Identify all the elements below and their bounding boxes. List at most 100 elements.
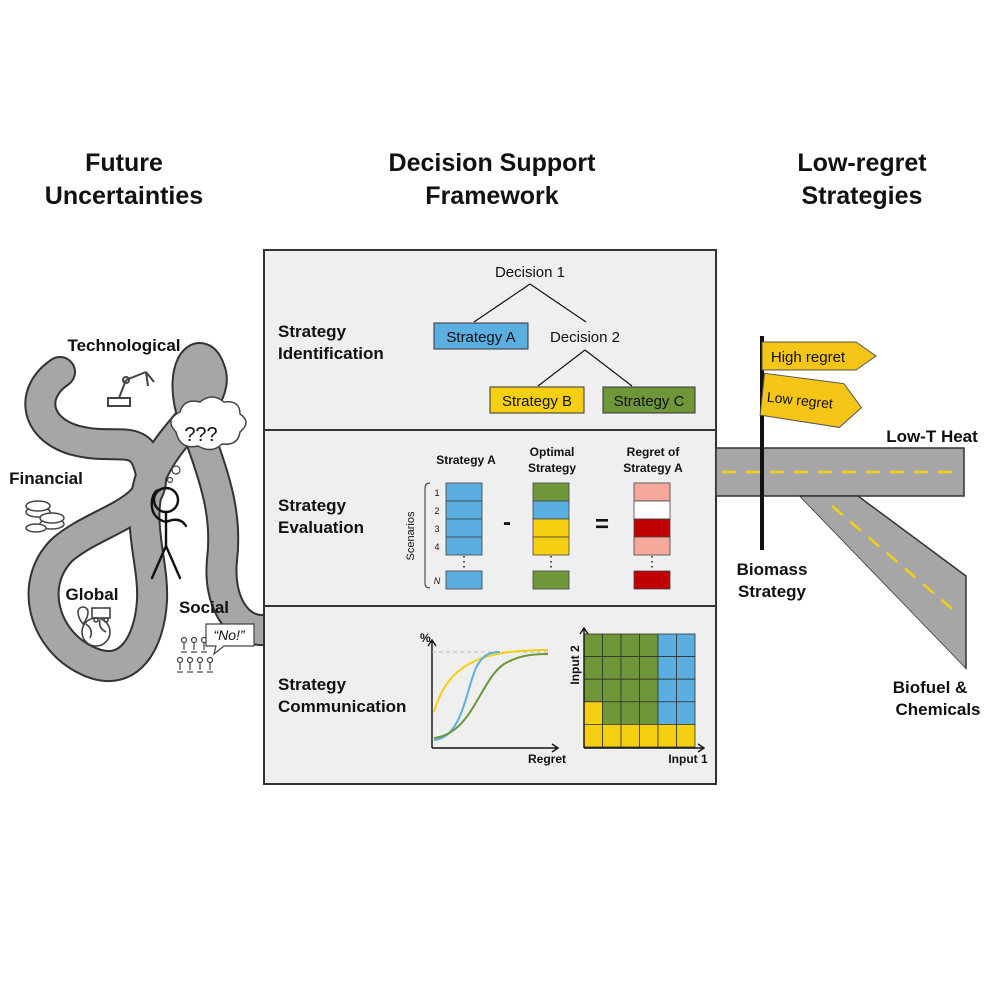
heatmap-cell xyxy=(676,656,696,680)
strategy-a-cell xyxy=(445,482,483,502)
heatmap-cell xyxy=(602,678,622,703)
biomass-label-line1: Biomass xyxy=(737,560,808,579)
financial-label: Financial xyxy=(9,469,83,488)
scenario-row-label: 1 xyxy=(434,488,439,498)
eval-col2-header-line1: Optimal xyxy=(530,445,575,459)
ellipsis-mark: ⋮ xyxy=(645,553,659,569)
identification-title-line2: Identification xyxy=(278,344,384,363)
heatmap-cell xyxy=(583,701,603,725)
eval-col3-header-line2: Strategy A xyxy=(623,461,683,475)
eval-col1-header: Strategy A xyxy=(436,453,496,467)
heatmap-cell xyxy=(602,633,622,658)
heatmap-cell xyxy=(602,656,622,680)
scenario-row-label: 2 xyxy=(434,506,439,516)
strategy-c-label: Strategy C xyxy=(614,393,685,410)
biomass-label-line2: Strategy xyxy=(738,582,807,601)
heatmap-cell xyxy=(657,633,677,658)
heatmap-cell xyxy=(620,701,640,725)
heatmap-cell xyxy=(657,678,677,703)
header-left-line2: Uncertainties xyxy=(45,182,203,210)
heatmap-cell xyxy=(657,701,677,725)
speech-bubble: “No!” xyxy=(205,623,255,656)
sign-high-regret-label: High regret xyxy=(771,349,846,366)
regret-cell xyxy=(633,500,671,520)
cdf-curve-green xyxy=(433,653,549,739)
minus-sign: - xyxy=(503,509,511,536)
heatmap-cell xyxy=(602,701,622,725)
thought-text: ??? xyxy=(184,424,217,446)
panel-identification: Strategy Identification Decision 1 Strat… xyxy=(278,264,696,414)
robot-arm-icon xyxy=(107,371,155,407)
cdf-x-label: Regret xyxy=(528,752,566,766)
heatmap-grid xyxy=(583,633,696,748)
header-right-line1: Low-regret xyxy=(797,149,927,177)
heatmap-cell xyxy=(676,633,696,658)
header-right-line2: Strategies xyxy=(802,182,923,210)
equals-sign: = xyxy=(595,511,609,538)
heatmap-cell xyxy=(657,656,677,680)
header-center-line1: Decision Support xyxy=(389,149,597,177)
decision2-label: Decision 2 xyxy=(550,329,620,346)
identification-title-line1: Strategy xyxy=(278,322,347,341)
heatmap-cell xyxy=(676,701,696,725)
coins-icon xyxy=(25,500,65,533)
decision1-label: Decision 1 xyxy=(495,264,565,281)
regret-cell xyxy=(633,482,671,502)
regret-cell xyxy=(633,536,671,556)
strategy-a-cell xyxy=(445,500,483,520)
road-low-t-heat xyxy=(715,447,965,497)
strategy-a-cell xyxy=(445,570,483,590)
heatmap-cell xyxy=(583,656,603,680)
heatmap-cell xyxy=(676,724,696,748)
header-center-line2: Framework xyxy=(425,182,558,210)
winding-road xyxy=(24,342,278,682)
heatmap-cell xyxy=(639,701,659,725)
cdf-curve-blue xyxy=(433,651,501,741)
scenario-row-label: N xyxy=(434,576,441,586)
heatmap-cell xyxy=(639,678,659,703)
social-label: Social xyxy=(179,598,229,617)
evaluation-title-line1: Strategy xyxy=(278,496,347,515)
biofuel-label-line2: Chemicals xyxy=(895,700,980,719)
optimal-cell xyxy=(532,570,570,590)
technological-label: Technological xyxy=(67,336,180,355)
ellipsis-mark: ⋮ xyxy=(457,553,471,569)
sign-high-regret xyxy=(761,341,877,371)
scenario-row-label: 3 xyxy=(434,524,439,534)
panel-evaluation: Strategy Evaluation Strategy A Optimal S… xyxy=(278,445,683,590)
heatmap-cell xyxy=(620,724,640,748)
strategy-b-box xyxy=(489,386,585,414)
heatmap-cell xyxy=(620,656,640,680)
header-left: Future Uncertainties xyxy=(45,149,203,210)
heatmap-cell xyxy=(639,724,659,748)
strategy-a-label: Strategy A xyxy=(446,329,515,346)
signpost: High regret Low regret xyxy=(759,336,877,550)
global-label: Global xyxy=(66,585,119,604)
optimal-cell xyxy=(532,518,570,538)
header-left-line1: Future xyxy=(85,149,163,177)
panel-communication: Strategy Communication % Regret Input 2 … xyxy=(278,626,708,766)
regret-cell xyxy=(633,518,671,538)
regret-cell xyxy=(633,570,671,590)
scenarios-label: Scenarios xyxy=(405,511,417,560)
sign-low-regret xyxy=(759,372,863,428)
grid-y-label: Input 2 xyxy=(568,645,582,685)
optimal-cell xyxy=(532,482,570,502)
heatmap-cell xyxy=(676,678,696,703)
strategy-a-cell xyxy=(445,536,483,556)
crowd-icon xyxy=(176,636,214,673)
cdf-curve-yellow xyxy=(433,649,549,713)
optimal-cell xyxy=(532,500,570,520)
biofuel-label-line1: Biofuel & xyxy=(893,678,968,697)
heatmap-cell xyxy=(583,724,603,748)
globe-truck-icon xyxy=(77,606,111,647)
header-right: Low-regret Strategies xyxy=(797,149,927,210)
strategy-a-cell xyxy=(445,518,483,538)
heatmap-cell xyxy=(620,633,640,658)
cdf-y-label: % xyxy=(420,631,431,645)
eval-col3-header-line1: Regret of xyxy=(627,445,681,459)
communication-title-line1: Strategy xyxy=(278,675,347,694)
ellipsis-mark: ⋮ xyxy=(544,553,558,569)
